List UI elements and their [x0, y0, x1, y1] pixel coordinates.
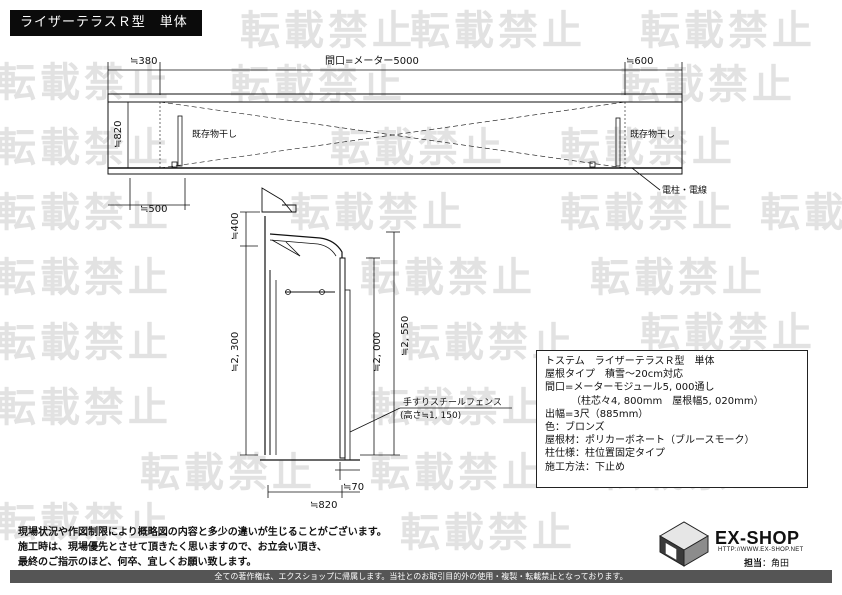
roof-front-edge	[107, 93, 683, 103]
logo-name: EX-SHOP	[715, 528, 800, 548]
steel-fence	[344, 289, 351, 461]
fence-label: 手すりスチールフェンス	[403, 396, 502, 408]
fence-height: (高さ≒1, 150)	[400, 409, 461, 421]
dim-380: ≒380	[130, 56, 157, 67]
dim-600: ≒600	[626, 56, 653, 67]
watermark: 転載禁止	[0, 320, 172, 366]
post-marker	[171, 161, 178, 168]
watermark: 転載禁止	[0, 190, 172, 236]
fence-leader	[349, 407, 401, 433]
staff: 担当：角田	[744, 556, 789, 569]
spec-roof-material: 屋根材：ポリカーボネート（ブルースモーク）	[545, 435, 755, 447]
dim-400: ≒400	[230, 213, 241, 240]
logo-url: HTTP://WWW.EX-SHOP.NET	[718, 547, 804, 553]
watermark: 転載禁止	[330, 125, 506, 171]
existing-clothesline-left-label: 既存物干し	[192, 128, 237, 140]
terrace-post	[339, 257, 346, 459]
watermark: 転載禁止	[0, 125, 172, 171]
watermark: 転載禁止	[560, 190, 736, 236]
existing-clothesline-right	[615, 117, 621, 167]
notes: 現場状況や作図制限により概略図の内容と多少の違いが生じることがございます。 施工…	[18, 525, 387, 570]
dim-820-plan: ≒820	[113, 121, 124, 148]
spec-projection: 出幅=3尺（885mm）	[545, 408, 649, 420]
roof-diagonal	[159, 101, 626, 169]
dim-820-side: ≒820	[310, 500, 337, 511]
dim-70: ≒70	[343, 482, 364, 493]
watermark: 転載禁止	[410, 8, 586, 54]
watermark: 転載禁止	[640, 310, 816, 356]
drawing-title: ライザーテラスＲ型 単体	[10, 10, 202, 36]
spec-box: トステム ライザーテラスＲ型 単体 屋根タイプ 積雪～20cm対応 間口=メータ…	[536, 350, 808, 488]
dim-500: ≒500	[140, 204, 167, 215]
ex-shop-logo-icon	[659, 521, 709, 567]
watermark: 転載禁止	[290, 190, 466, 236]
copyright-footer: 全ての著作権は、エクスショップに帰属します。当社とのお取引目的外の使用・複製・転…	[10, 570, 832, 583]
staff-label: 担当	[744, 559, 763, 569]
watermark: 転載禁止	[0, 500, 172, 546]
spec-install-method: 施工方法：下止め	[545, 461, 625, 473]
spec-frontage: 間口=メーターモジュール5, 000通し	[545, 382, 715, 394]
pole-leader	[631, 167, 661, 191]
spec-product: トステム ライザーテラスＲ型 単体	[545, 356, 715, 367]
watermark: 転載禁止	[0, 255, 172, 301]
spec-post-spacing: （柱芯々4, 800mm 屋根幅5, 020mm）	[571, 395, 764, 407]
wall-line	[107, 167, 683, 175]
watermark: 転載禁止	[640, 8, 816, 54]
note-line: 現場状況や作図制限により概略図の内容と多少の違いが生じることがございます。	[18, 527, 387, 538]
spec-color: 色：ブロンズ	[545, 422, 605, 434]
existing-clothesline-right-label: 既存物干し	[630, 128, 675, 140]
house-eave	[261, 187, 293, 213]
watermark: 転載禁止	[590, 255, 766, 301]
staff-name: ：角田	[762, 559, 790, 569]
spec-roof-type: 屋根タイプ 積雪～20cm対応	[545, 369, 683, 381]
note-line: 施工時は、現場優先とさせて頂きたく思いますので、お立会い頂き、	[18, 542, 327, 553]
watermark: 転載禁止	[360, 255, 536, 301]
dim-frontage: 間口=メーター5000	[325, 55, 419, 67]
watermark: 転載禁止	[240, 8, 416, 54]
pole-label: 電柱・電線	[662, 184, 707, 196]
watermark: 転載禁止	[0, 385, 172, 431]
watermark: 転載禁止	[760, 190, 842, 236]
watermark: 転載禁止	[400, 510, 576, 556]
watermark: 転載禁止	[140, 450, 316, 496]
dim-2000: ≒2, 000	[372, 332, 383, 372]
dim-2550: ≒2, 550	[400, 316, 411, 356]
plan-view	[107, 62, 683, 210]
watermark: 転載禁止	[370, 450, 546, 496]
side-view	[240, 187, 512, 498]
roof-panel	[269, 233, 343, 258]
note-line: 最終のご指示のほど、何卒、宜しくお願い致します。	[18, 557, 257, 568]
dim-2300: ≒2, 300	[230, 332, 241, 372]
existing-clothesline-left	[177, 115, 183, 167]
spec-post-type: 柱仕様：柱位置固定タイプ	[545, 448, 665, 460]
watermark: 転載禁止	[0, 60, 172, 106]
watermark: 転載禁止	[560, 125, 736, 171]
post-marker	[589, 161, 596, 168]
